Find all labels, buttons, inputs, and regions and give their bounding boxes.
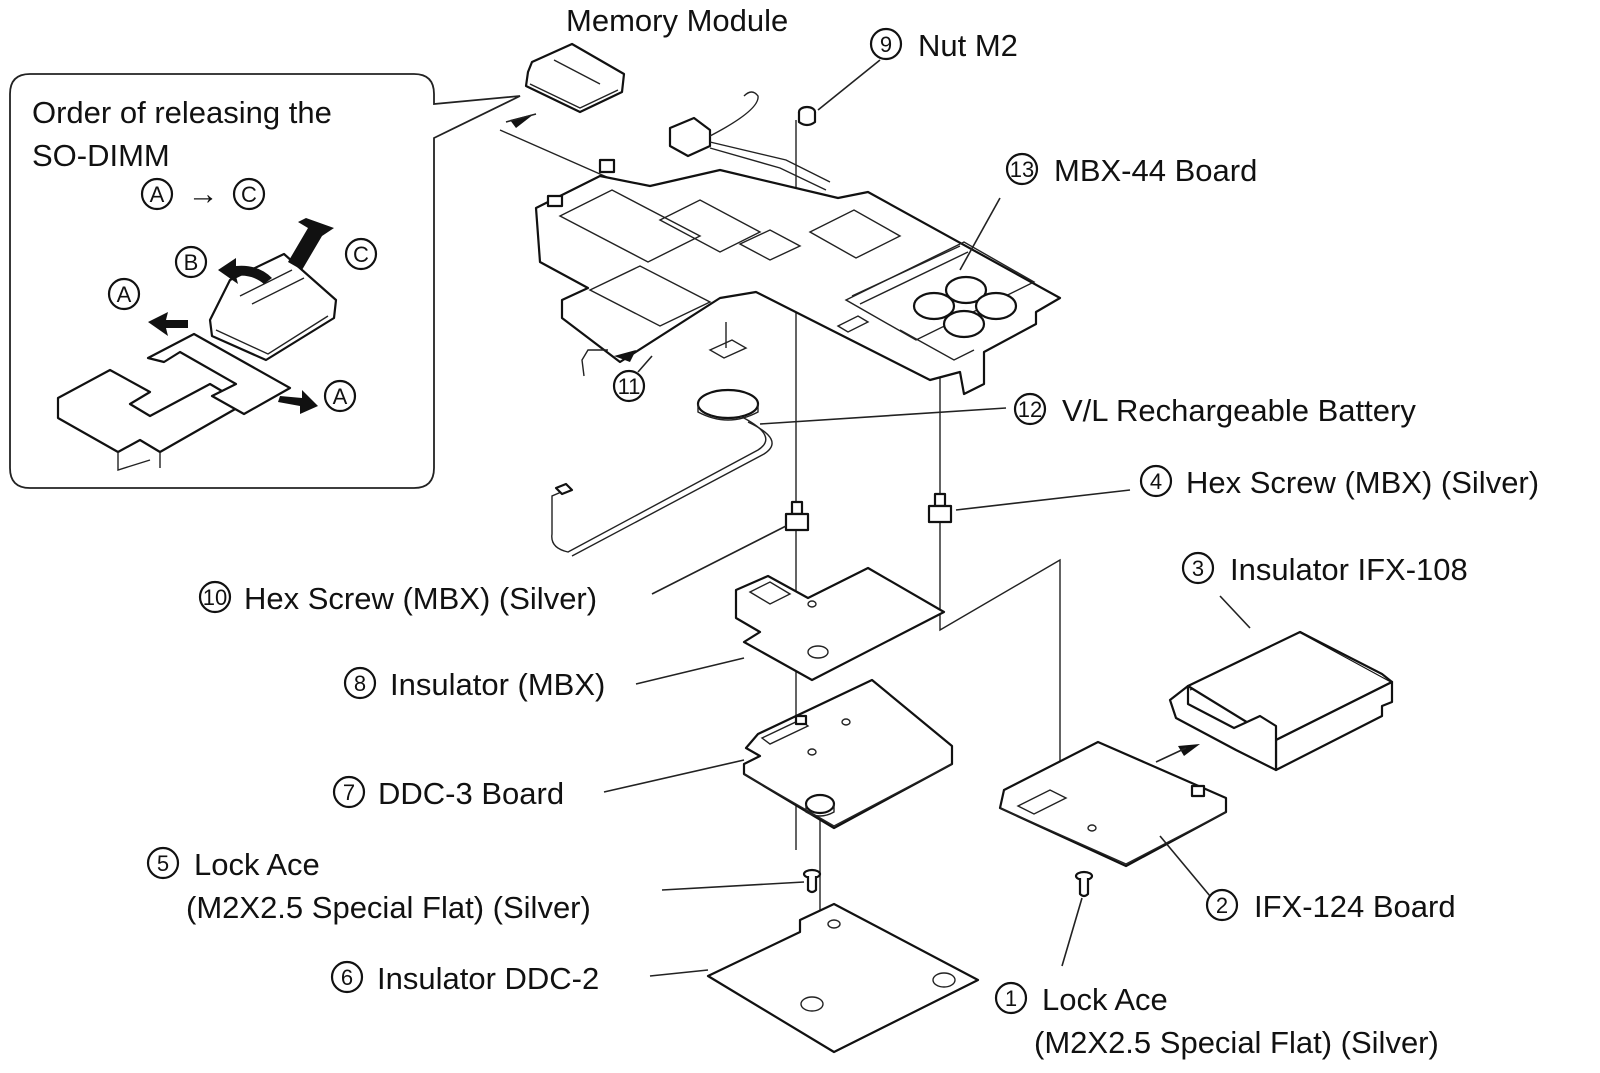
- label-vl-battery: 12 V/L Rechargeable Battery: [1013, 392, 1416, 428]
- label-lock-ace-5-text: Lock Ace: [194, 847, 320, 882]
- label-lock-ace-1-sub: (M2X2.5 Special Flat) (Silver): [1034, 1025, 1439, 1060]
- ddc-3-board-part: [742, 678, 954, 830]
- lock-ace-5-part: [802, 868, 822, 894]
- label-hex-screw-4-text: Hex Screw (MBX) (Silver): [1186, 465, 1539, 500]
- insulator-ddc-2-part: [706, 902, 980, 1054]
- label-insulator-ifx-108-num: 3: [1192, 556, 1204, 581]
- so-dimm-inset: Order of releasing the SO-DIMM A → C A B…: [9, 73, 521, 489]
- label-ddc-3-board: 7 DDC-3 Board: [332, 775, 564, 811]
- label-insulator-ddc-2-text: Insulator DDC-2: [377, 961, 599, 996]
- insulator-mbx-part: [734, 566, 946, 682]
- label-connector-11: 11: [612, 369, 646, 403]
- insulator-ifx-108-part: [1168, 630, 1394, 772]
- label-insulator-mbx: 8 Insulator (MBX): [343, 666, 605, 702]
- label-lock-ace-1: 1 Lock Ace (M2X2.5 Special Flat) (Silver…: [994, 981, 1439, 1060]
- ifx-124-board-part: [998, 740, 1228, 868]
- label-connector-11-num: 11: [618, 374, 641, 399]
- label-ifx-124-board: 2 IFX-124 Board: [1205, 888, 1456, 924]
- label-insulator-ifx-108-text: Insulator IFX-108: [1230, 552, 1468, 587]
- vl-battery-part: [551, 322, 773, 557]
- label-insulator-ifx-108: 3 Insulator IFX-108: [1181, 551, 1468, 587]
- inset-title-line2: SO-DIMM: [32, 138, 170, 173]
- label-mbx-44-board-num: 13: [1010, 157, 1034, 182]
- order-arrow-text: →: [188, 176, 219, 211]
- hex-screw-4-part: [927, 492, 953, 524]
- cable-connector-part: [668, 91, 831, 191]
- order-c-circle: [232, 177, 266, 211]
- arrow-a-right: [278, 390, 318, 414]
- label-lock-ace-5: 5 Lock Ace (M2X2.5 Special Flat) (Silver…: [146, 846, 591, 925]
- label-ifx-124-board-num: 2: [1216, 893, 1228, 918]
- label-mbx-44-board: 13 MBX-44 Board: [1005, 152, 1257, 188]
- step-c-circle: [344, 237, 378, 271]
- label-nut-m2: 9 Nut M2: [869, 27, 1018, 63]
- order-a-letter: A: [150, 182, 165, 207]
- label-vl-battery-num: 12: [1018, 397, 1042, 422]
- label-nut-m2-num: 9: [880, 32, 892, 57]
- label-insulator-ddc-2-num: 6: [341, 965, 353, 990]
- label-mbx-44-board-text: MBX-44 Board: [1054, 153, 1257, 188]
- memory-module-part: [505, 42, 626, 128]
- label-hex-screw-4: 4 Hex Screw (MBX) (Silver): [1139, 464, 1539, 500]
- step-a-letter-2: A: [333, 384, 348, 409]
- arrow-c-up: [288, 218, 334, 270]
- label-hex-screw-10-num: 10: [203, 585, 227, 610]
- label-vl-battery-text: V/L Rechargeable Battery: [1062, 393, 1416, 428]
- label-ddc-3-board-num: 7: [343, 780, 355, 805]
- order-a-circle: [140, 177, 174, 211]
- label-lock-ace-5-num: 5: [157, 851, 169, 876]
- label-ifx-124-board-text: IFX-124 Board: [1254, 889, 1456, 924]
- order-c-letter: C: [241, 182, 257, 207]
- label-insulator-ddc-2: 6 Insulator DDC-2: [330, 960, 599, 996]
- step-b-circle: [174, 245, 208, 279]
- step-c-letter: C: [353, 242, 369, 267]
- label-nut-m2-text: Nut M2: [918, 28, 1018, 63]
- arrow-b-curve: [218, 258, 272, 284]
- label-lock-ace-5-sub: (M2X2.5 Special Flat) (Silver): [186, 890, 591, 925]
- label-memory-module: Memory Module: [566, 3, 788, 38]
- step-a-letter-1: A: [117, 282, 132, 307]
- step-a-circle-1: [107, 277, 141, 311]
- label-hex-screw-10: 10 Hex Screw (MBX) (Silver): [198, 580, 597, 616]
- so-dimm-socket: [56, 332, 292, 471]
- step-b-letter: B: [184, 250, 199, 275]
- label-ddc-3-board-text: DDC-3 Board: [378, 776, 564, 811]
- label-lock-ace-1-text: Lock Ace: [1042, 982, 1168, 1017]
- label-insulator-mbx-num: 8: [354, 671, 366, 696]
- label-hex-screw-10-text: Hex Screw (MBX) (Silver): [244, 581, 597, 616]
- nut-m2-part: [797, 105, 817, 127]
- label-lock-ace-1-num: 1: [1005, 986, 1017, 1011]
- label-hex-screw-4-num: 4: [1150, 469, 1162, 494]
- lock-ace-1-part: [1074, 870, 1094, 898]
- inset-title-line1: Order of releasing the: [32, 95, 332, 130]
- label-insulator-mbx-text: Insulator (MBX): [390, 667, 605, 702]
- step-a-circle-2: [323, 379, 357, 413]
- arrow-a-left: [148, 312, 188, 336]
- hex-screw-10-part: [784, 500, 810, 532]
- leader-lines: [603, 59, 1251, 977]
- mbx-44-board-part: [534, 158, 1062, 396]
